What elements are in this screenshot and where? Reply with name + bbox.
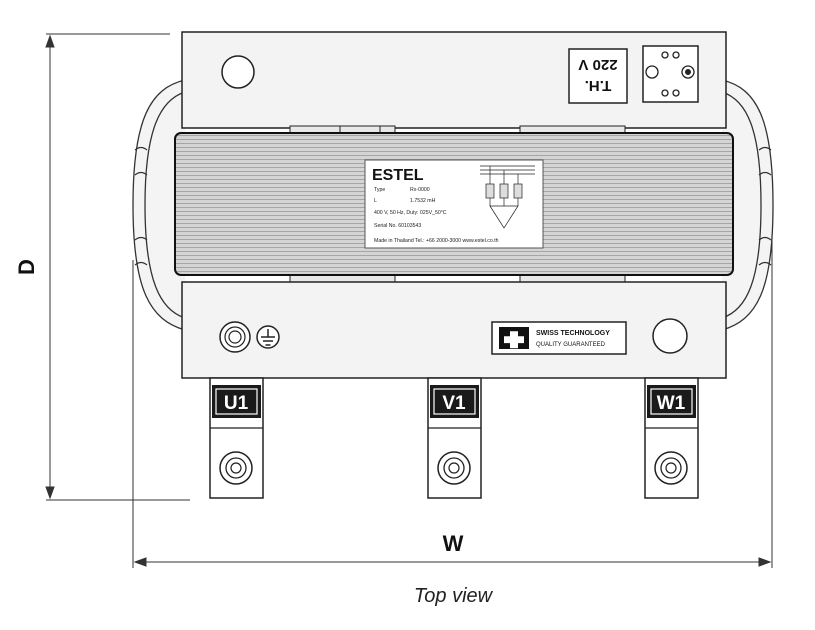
top-clamp-plate xyxy=(181,31,727,129)
thermal-label-line1: T.H. xyxy=(585,77,612,94)
terminal-lug-v1 xyxy=(427,377,482,499)
nameplate-brand: ESTEL xyxy=(372,167,424,184)
terminal-bolt-icon xyxy=(437,451,471,485)
terminal-label-v1: V1 xyxy=(442,393,466,414)
nameplate: ESTEL Type Rx-0000 L 1.7532 mH 400 V, 50… xyxy=(364,159,544,249)
nameplate-row-key: 400 V, 50 Hz, Duty: 025V_50°C xyxy=(374,210,447,216)
terminal-bolt-icon xyxy=(654,451,688,485)
terminal-bolt-icon xyxy=(219,451,253,485)
coil-right xyxy=(721,79,774,331)
nameplate-row-key: L xyxy=(374,198,377,204)
dimension-w xyxy=(132,200,773,568)
thermal-switch-label: T.H. 220 V xyxy=(568,48,628,104)
thermal-terminal-block xyxy=(642,45,699,103)
dimension-d-label: D xyxy=(14,259,39,275)
nameplate-row-value: Rx-0000 xyxy=(410,187,430,193)
dimension-d xyxy=(45,33,190,501)
badge-line1: SWISS TECHNOLOGY xyxy=(536,330,610,337)
mounting-hole-icon xyxy=(221,55,255,89)
earth-stud xyxy=(219,321,251,353)
terminal-lug-w1 xyxy=(644,377,699,499)
thermal-label-line2: 220 V xyxy=(578,56,617,73)
terminal-screw-icon xyxy=(645,65,659,79)
dimension-w-label: W xyxy=(443,531,464,556)
coil-left xyxy=(132,79,186,331)
badge-line2: QUALITY GUARANTEED xyxy=(536,342,606,348)
nameplate-row-value: 1.7532 mH xyxy=(410,198,436,204)
view-caption: Top view xyxy=(414,585,494,607)
terminal-label-u1: U1 xyxy=(224,393,249,414)
winding-schematic-icon xyxy=(480,165,535,229)
swiss-technology-badge: SWISS TECHNOLOGY QUALITY GUARANTEED xyxy=(491,321,627,355)
terminal-lug-u1 xyxy=(209,377,264,499)
nameplate-row-key: Serial No. 60103543 xyxy=(374,223,421,229)
terminal-label-w1: W1 xyxy=(657,393,686,414)
ground-icon xyxy=(256,325,280,349)
nameplate-footer: Made in Thailand Tel.: +66 2000-3000 www… xyxy=(374,238,499,244)
nameplate-row-key: Type xyxy=(374,187,385,193)
mounting-hole-icon xyxy=(652,318,688,354)
